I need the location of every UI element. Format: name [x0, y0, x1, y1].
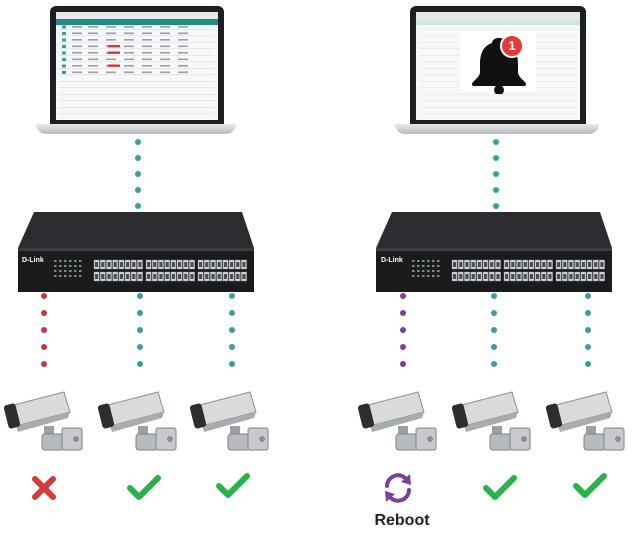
laptop-left [36, 6, 236, 134]
bell-icon [472, 38, 526, 94]
connection-dot [229, 344, 235, 350]
connection-dot [400, 327, 406, 333]
network-switch-right [376, 212, 612, 292]
connection-dot [135, 155, 141, 161]
connection-dot [491, 327, 497, 333]
connection-dot [491, 344, 497, 350]
connection-dot [229, 293, 235, 299]
notification-badge: 1 [500, 34, 524, 58]
connection-dot [491, 310, 497, 316]
laptop-right: 1 [395, 6, 599, 134]
connection-dot [137, 310, 143, 316]
connection-dot [41, 293, 47, 299]
connection-dot [493, 203, 499, 209]
reboot-label: Reboot [374, 512, 430, 529]
connection-dot [585, 327, 591, 333]
connection-dot [493, 139, 499, 145]
connection-dot [400, 293, 406, 299]
switch-right-brand: D-Link [381, 257, 403, 264]
connection-dot [41, 361, 47, 367]
laptop-right-screen: 1 [416, 12, 580, 120]
connection-dot [135, 139, 141, 145]
connection-dot [585, 344, 591, 350]
reboot-icon [385, 473, 411, 503]
connection-dot [41, 327, 47, 333]
app-titlebar [416, 12, 580, 19]
connection-dot [400, 310, 406, 316]
check-icon [216, 473, 250, 498]
connection-dot [137, 293, 143, 299]
connection-dot [585, 361, 591, 367]
security-camera-icon [358, 391, 437, 451]
check-icon [127, 475, 161, 500]
connection-dot [41, 344, 47, 350]
connection-dot [585, 310, 591, 316]
security-camera-icon [4, 391, 83, 451]
connection-dot [491, 361, 497, 367]
fail-x-icon [32, 476, 56, 500]
check-icon [483, 475, 517, 500]
connection-dot [493, 187, 499, 193]
security-camera-icon [98, 391, 177, 451]
laptop-right-base [395, 124, 599, 134]
connection-dot [135, 171, 141, 177]
connection-dot [493, 155, 499, 161]
app-titlebar [56, 12, 218, 19]
connection-dot [135, 187, 141, 193]
security-camera-icon [546, 391, 625, 451]
connection-dot [493, 171, 499, 177]
connection-dot [491, 293, 497, 299]
laptop-left-screen [56, 12, 218, 120]
check-icon [573, 473, 607, 498]
connection-dot [585, 293, 591, 299]
laptop-left-base [36, 124, 236, 134]
connection-dot [41, 310, 47, 316]
connection-dot [137, 344, 143, 350]
connection-dot [135, 203, 141, 209]
camera-list-table [59, 25, 215, 115]
connection-dot [400, 361, 406, 367]
switch-left-brand: D-Link [22, 257, 44, 264]
app-header-bar [416, 19, 580, 25]
security-camera-icon [190, 391, 269, 451]
connection-dot [400, 344, 406, 350]
connection-dot [229, 310, 235, 316]
connection-dot [229, 361, 235, 367]
security-camera-icon [452, 391, 531, 451]
connection-dot [137, 327, 143, 333]
app-header-bar [56, 19, 218, 25]
connection-dot [137, 361, 143, 367]
network-switch-left [18, 212, 254, 292]
connection-dot [229, 327, 235, 333]
